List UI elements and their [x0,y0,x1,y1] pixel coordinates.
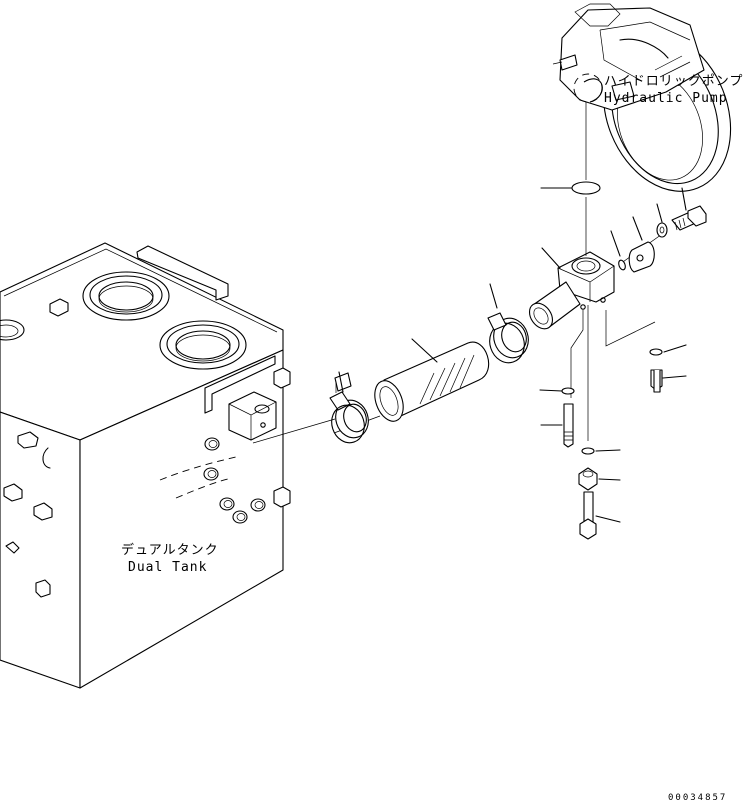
tank-side-ports [204,438,265,523]
tank-rear-bracket [137,246,228,300]
tank-valve-block [229,392,276,440]
tank-side-face [80,350,283,688]
hose-clamp-right [485,313,534,367]
pump-label-jp: ハイドロリックポンプ [604,74,744,89]
tank-label-en: Dual Tank [128,560,208,575]
tank-filler-flange-front [160,321,246,369]
o-ring-upper [572,182,600,194]
suction-line-phantom [160,456,240,480]
pump-label-en: Hydraulic Pump [604,91,728,106]
flange-bolt-set [617,206,706,272]
tank-front-face [0,412,80,688]
dual-tank [0,243,290,688]
tank-top-nut [50,299,68,316]
tank-label-jp: デュアルタンク [121,543,219,558]
elbow-flange [525,252,614,333]
tank-side-bracket [205,356,275,413]
tank-port-left-edge [0,320,24,340]
hydraulic-pump [553,4,745,211]
tank-side-clip-lower [274,487,290,507]
tank-filler-flange-rear [83,272,169,320]
mount-hardware [562,349,662,539]
drawing-number: 00034857 [668,793,728,803]
leader-lines [339,188,686,522]
suction-hose [370,342,489,425]
hose-clamp-left [327,373,373,447]
tank-front-fittings [4,432,52,597]
tank-side-clip-upper [274,368,290,388]
